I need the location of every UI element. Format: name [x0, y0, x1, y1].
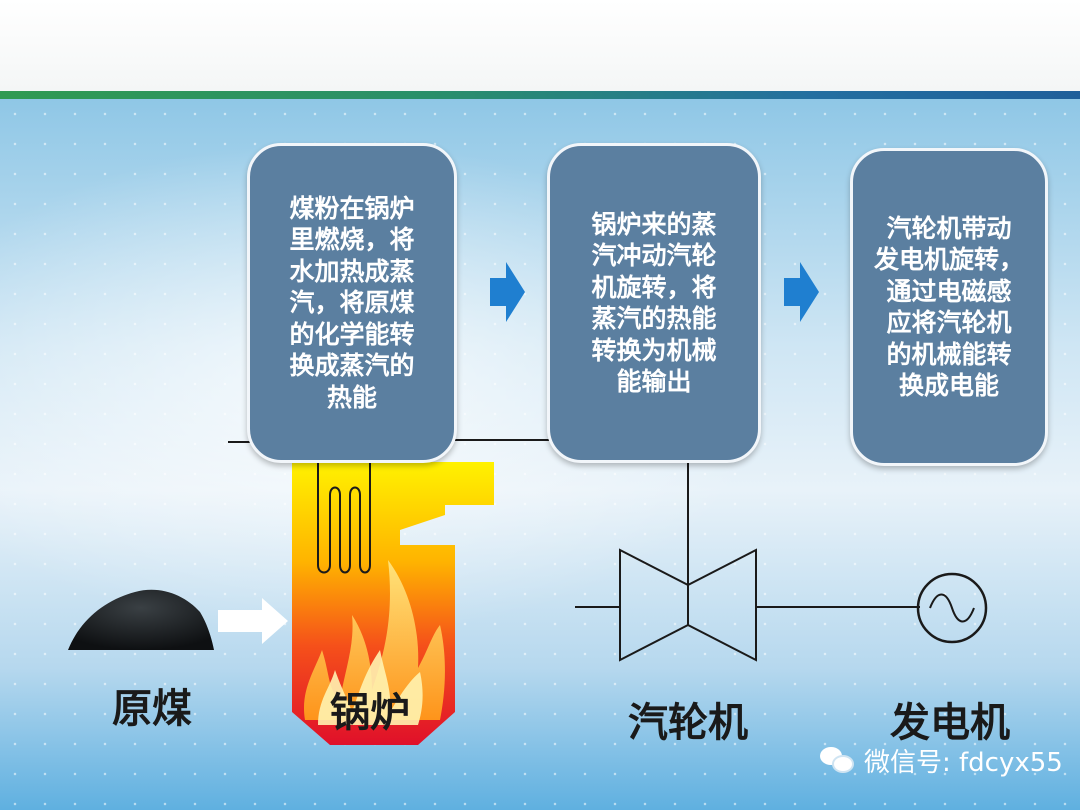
step-text: 汽轮机带动 发电机旋转， 通过电磁感 应将汽轮机 的机械能转 换成电能	[873, 213, 1024, 401]
generator-label: 发电机	[890, 700, 1010, 746]
flow-arrow-icon	[784, 262, 819, 322]
wechat-icon	[820, 745, 854, 775]
step-text: 锅炉来的蒸 汽冲动汽轮 机旋转，将 蒸汽的热能 转换为机械 能输出	[591, 209, 717, 397]
coal-pile-icon	[68, 589, 214, 650]
watermark: 微信号: fdcyx55	[820, 740, 1063, 780]
step-box-boiler: 煤粉在锅炉 里燃烧，将 水加热成蒸 汽，将原煤 的化学能转 换成蒸汽的 热能	[247, 143, 457, 463]
flame-icon	[303, 560, 445, 720]
header-divider	[0, 91, 1080, 99]
boiler-label: 锅炉	[330, 690, 410, 736]
step-box-generator: 汽轮机带动 发电机旋转， 通过电磁感 应将汽轮机 的机械能转 换成电能	[850, 148, 1048, 466]
ac-wave-icon	[929, 593, 975, 623]
step-box-turbine: 锅炉来的蒸 汽冲动汽轮 机旋转，将 蒸汽的热能 转换为机械 能输出	[547, 143, 761, 463]
watermark-text: 微信号: fdcyx55	[864, 747, 1063, 778]
generator-symbol	[916, 572, 988, 644]
step-text: 煤粉在锅炉 里燃烧，将 水加热成蒸 汽，将原煤 的化学能转 换成蒸汽的 热能	[289, 193, 415, 412]
slide-header	[0, 0, 1080, 92]
flow-arrow-icon	[490, 262, 525, 322]
turbine-symbol	[619, 548, 757, 662]
turbine-label: 汽轮机	[628, 700, 748, 746]
feed-arrow-icon	[218, 598, 288, 644]
coal-label: 原煤	[112, 686, 192, 732]
